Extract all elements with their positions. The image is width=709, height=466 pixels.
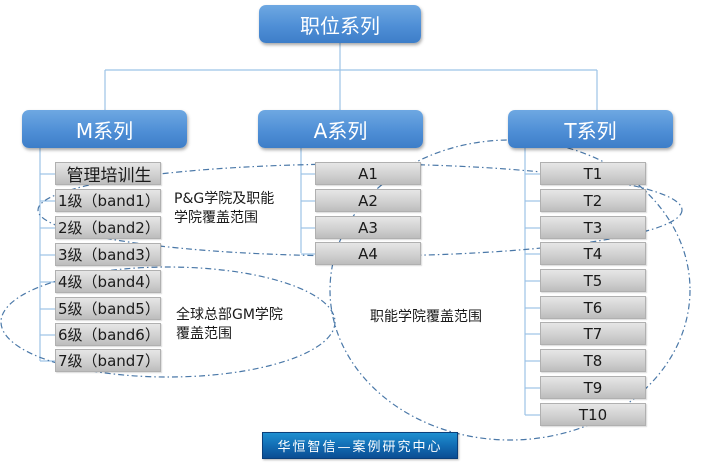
m-item[interactable]: 管理培训生 <box>55 162 161 186</box>
t-item-label: T10 <box>578 405 608 424</box>
functional-coverage-label: 职能学院覆盖范围 <box>370 308 482 327</box>
gm-coverage-label-line1: 全球总部GM学院 <box>176 307 283 323</box>
a-item-label: A3 <box>358 218 378 237</box>
m-item-label: 1级（band1） <box>58 192 160 210</box>
t-item-label: T7 <box>583 324 603 343</box>
m-item[interactable]: 7级（band7） <box>55 349 161 372</box>
t-item[interactable]: T8 <box>540 349 646 372</box>
a-item[interactable]: A3 <box>315 216 421 239</box>
t-item-label: T1 <box>583 164 603 183</box>
series-label-m: M系列 <box>75 118 134 143</box>
t-item[interactable]: T5 <box>540 269 646 292</box>
series-box-a[interactable]: A系列 <box>258 110 423 148</box>
series-label-a: A系列 <box>313 118 368 143</box>
m-item[interactable]: 3级（band3） <box>55 243 161 266</box>
t-item-label: T2 <box>583 191 603 210</box>
t-item[interactable]: T1 <box>540 162 646 185</box>
t-item-label: T4 <box>583 244 603 263</box>
m-item-label: 6级（band6） <box>58 326 160 344</box>
t-item-label: T9 <box>583 378 603 397</box>
series-label-t: T系列 <box>564 118 617 143</box>
t-item[interactable]: T10 <box>540 403 646 426</box>
t-item[interactable]: T7 <box>540 322 646 345</box>
pg-coverage-label-line2: 学院覆盖范围 <box>174 210 258 226</box>
a-item-label: A1 <box>358 164 378 183</box>
a-item-label: A4 <box>358 244 378 263</box>
t-item-label: T6 <box>583 298 603 317</box>
a-item-label: A2 <box>358 191 378 210</box>
t-item[interactable]: T2 <box>540 189 646 212</box>
series-box-m[interactable]: M系列 <box>22 110 187 148</box>
footer-banner: 华恒智信—案例研究中心 <box>262 432 458 459</box>
t-item-label: T3 <box>583 218 603 237</box>
t-item[interactable]: T6 <box>540 296 646 319</box>
root-label: 职位系列 <box>300 13 380 38</box>
pg-coverage-label: P&G学院及职能 学院覆盖范围 <box>174 190 274 228</box>
m-item[interactable]: 4级（band4） <box>55 270 161 293</box>
gm-coverage-label-line2: 覆盖范围 <box>176 326 232 342</box>
m-item[interactable]: 5级（band5） <box>55 297 161 320</box>
footer-label: 华恒智信—案例研究中心 <box>277 440 443 455</box>
m-item[interactable]: 6级（band6） <box>55 323 161 346</box>
a-item[interactable]: A1 <box>315 162 421 185</box>
t-item-label: T5 <box>583 271 603 290</box>
root-box[interactable]: 职位系列 <box>259 5 421 43</box>
t-item[interactable]: T4 <box>540 242 646 265</box>
functional-coverage-label-line1: 职能学院覆盖范围 <box>370 309 482 325</box>
m-item[interactable]: 2级（band2） <box>55 216 161 239</box>
t-item[interactable]: T9 <box>540 376 646 399</box>
series-box-t[interactable]: T系列 <box>508 110 673 148</box>
m-item-label: 2级（band2） <box>58 219 160 237</box>
item-stubs <box>40 173 540 416</box>
m-item-label: 3级（band3） <box>58 246 160 264</box>
gm-coverage-ellipse <box>0 266 336 378</box>
m-item-label: 4级（band4） <box>58 273 160 291</box>
gm-coverage-label: 全球总部GM学院 覆盖范围 <box>176 306 283 344</box>
pg-coverage-ellipse <box>37 163 683 257</box>
m-item[interactable]: 1级（band1） <box>55 189 161 212</box>
a-item[interactable]: A4 <box>315 242 421 265</box>
t-item-label: T8 <box>583 351 603 370</box>
t-item[interactable]: T3 <box>540 216 646 239</box>
pg-coverage-label-line1: P&G学院及职能 <box>174 191 275 207</box>
a-item[interactable]: A2 <box>315 189 421 212</box>
m-item-label: 7级（band7） <box>58 352 160 370</box>
m-item-label: 5级（band5） <box>58 300 160 318</box>
m-item-label: 管理培训生 <box>66 166 152 186</box>
